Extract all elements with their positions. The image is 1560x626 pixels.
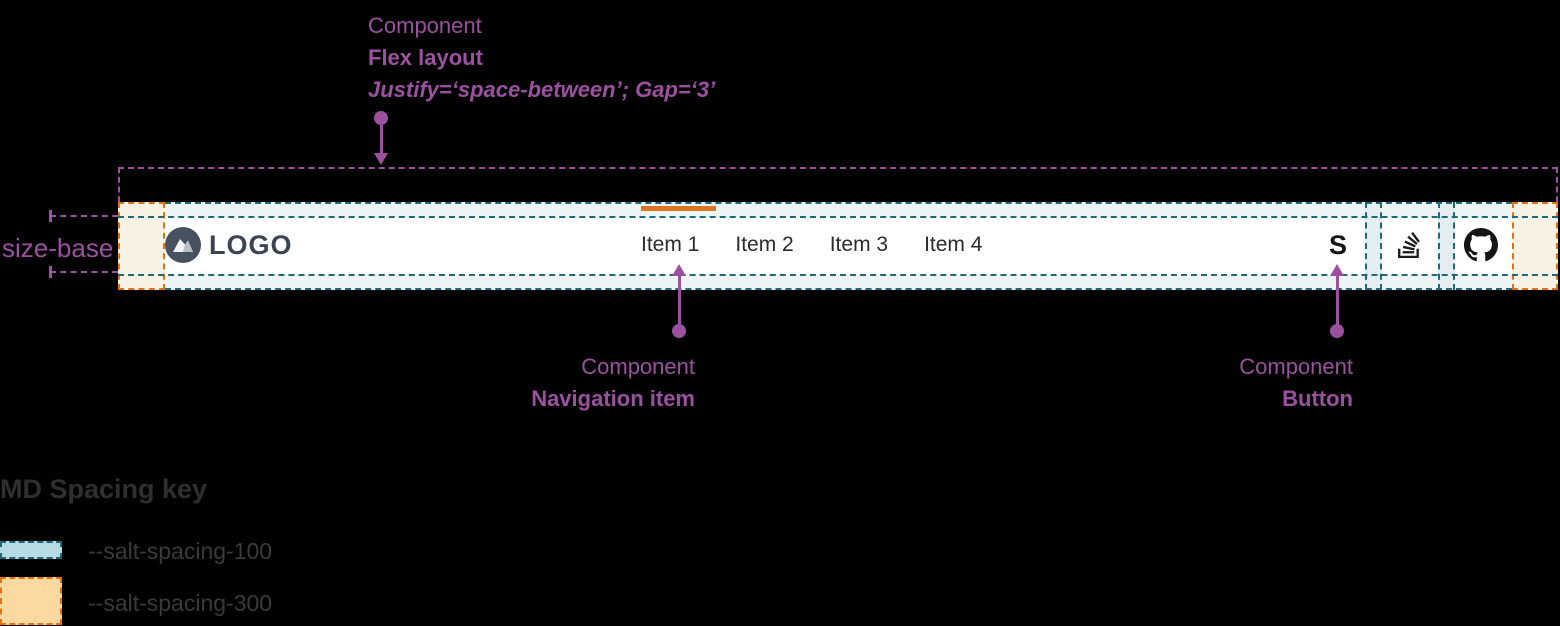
legend-swatch-spacing-100 <box>0 541 62 559</box>
arrow-down-icon <box>374 153 388 165</box>
legend-label-spacing-100: --salt-spacing-100 <box>88 538 273 564</box>
flex-layout-annotation: Component Flex layout Justify=‘space-bet… <box>368 10 715 106</box>
legend-swatch-spacing-300 <box>0 577 62 625</box>
spacing-100-band-top <box>118 202 1558 217</box>
brand-logo[interactable]: LOGO <box>165 217 293 273</box>
nav-item-1[interactable]: Item 1 <box>641 233 700 256</box>
connector-line <box>678 276 681 326</box>
size-base-top-tick <box>49 210 52 222</box>
guide-line-outer-top <box>165 202 1512 204</box>
nav-item-4[interactable]: Item 4 <box>924 233 983 256</box>
nav-item-3[interactable]: Item 3 <box>829 233 889 256</box>
spacing-100-gap-2 <box>1438 202 1455 290</box>
logo-text: LOGO <box>209 229 293 260</box>
size-base-bottom-line <box>50 271 118 273</box>
annotation-kind: Component <box>1239 354 1353 379</box>
connector-dot <box>672 324 686 338</box>
navigation-items: Item 1 Item 2 Item 3 Item 4 <box>641 217 982 273</box>
connector-dot <box>374 111 388 125</box>
annotation-kind: Component <box>581 354 695 379</box>
active-item-indicator <box>641 206 716 211</box>
annotation-props: Justify=‘space-between’; Gap=‘3’ <box>368 77 716 102</box>
connector-line <box>1336 276 1339 326</box>
guide-line-outer-bottom <box>165 288 1512 290</box>
annotation-component-name: Navigation item <box>531 386 695 411</box>
annotation-component-name: Button <box>1282 386 1353 411</box>
spacing-100-band-bottom <box>118 275 1558 290</box>
guide-line-inner-bottom <box>118 274 1558 276</box>
size-base-label: size-base <box>2 233 114 263</box>
connector-line <box>380 125 383 155</box>
legend-label-spacing-300: --salt-spacing-300 <box>88 590 273 616</box>
guide-line-inner-top <box>118 216 1558 218</box>
s-logo-icon: S <box>1328 229 1347 260</box>
stackoverflow-icon <box>1398 232 1420 258</box>
annotation-component-name: Flex layout <box>368 45 483 70</box>
button-annotation: Component Button <box>1053 351 1353 415</box>
s-logo-button[interactable]: S <box>1320 217 1356 273</box>
navigation-bar: LOGO Item 1 Item 2 Item 3 Item 4 S <box>118 202 1558 290</box>
size-base-bottom-tick <box>49 266 52 278</box>
spacing-100-gap-1 <box>1365 202 1382 290</box>
nav-item-2[interactable]: Item 2 <box>735 233 794 256</box>
annotation-kind: Component <box>368 13 482 38</box>
stackoverflow-button[interactable] <box>1395 217 1423 273</box>
size-base-top-line <box>50 215 118 217</box>
navigation-item-annotation: Component Navigation item <box>395 351 695 415</box>
arrow-up-icon <box>1330 264 1344 276</box>
arrow-up-icon <box>672 264 686 276</box>
connector-dot <box>1330 324 1344 338</box>
legend-title: MD Spacing key <box>0 474 208 504</box>
github-button[interactable] <box>1463 217 1499 273</box>
mountain-logo-icon <box>165 227 201 263</box>
github-icon <box>1464 228 1498 262</box>
